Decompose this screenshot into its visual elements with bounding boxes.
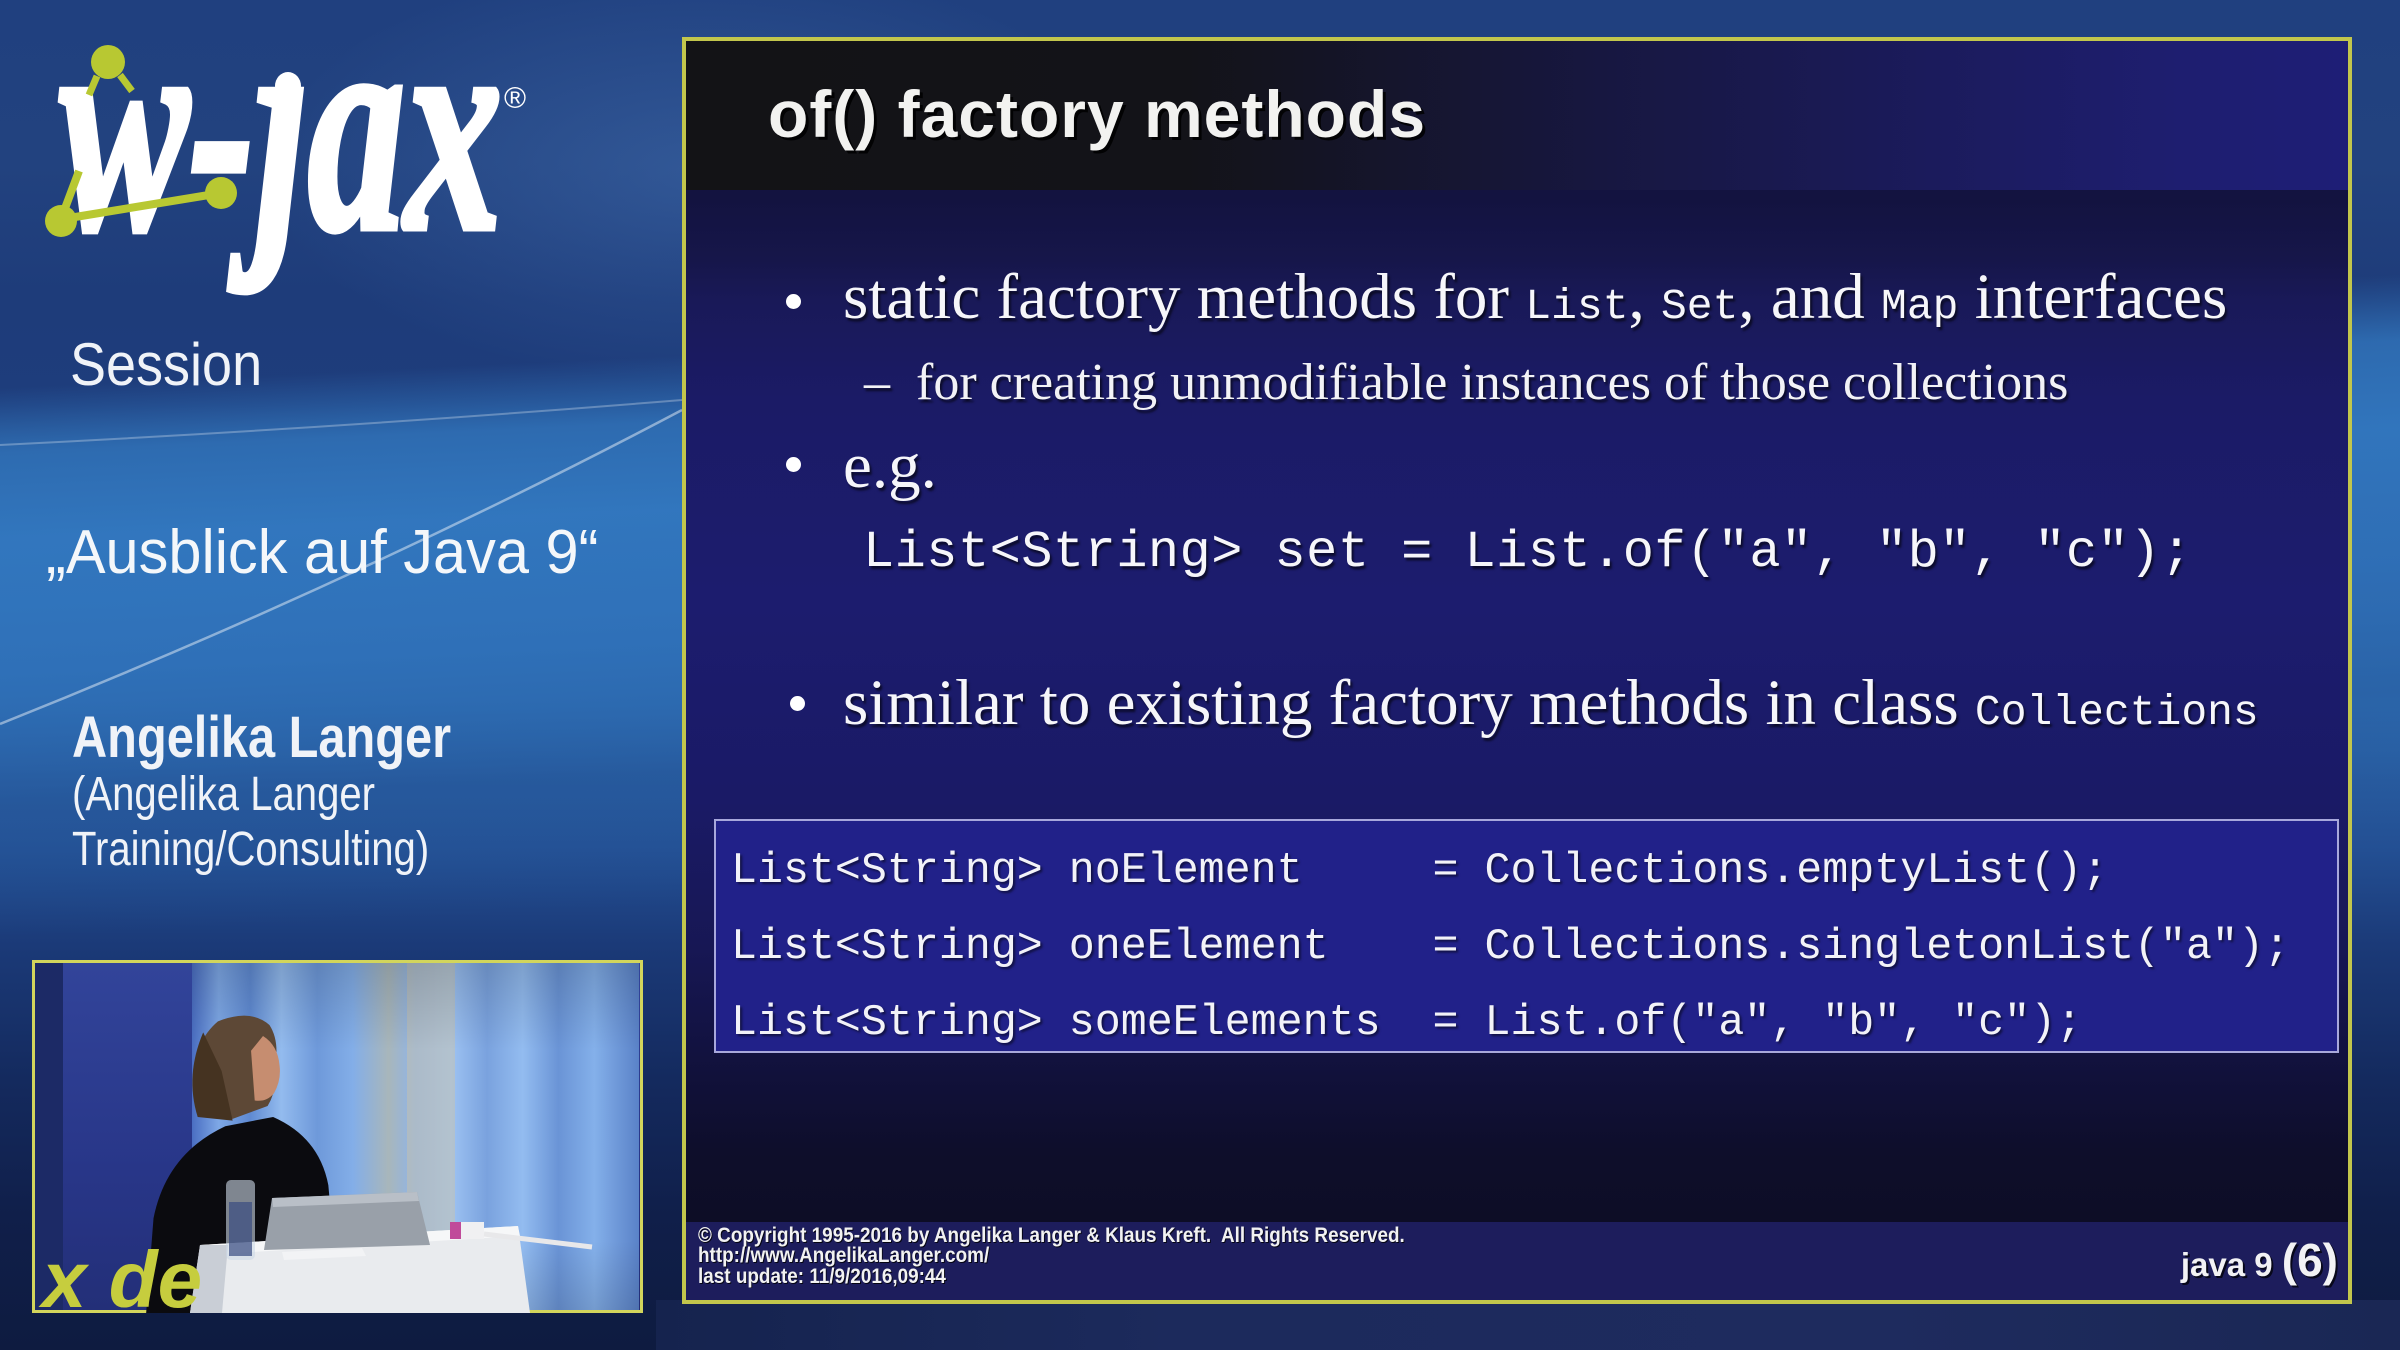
svg-text:®: ® — [504, 82, 526, 115]
svg-text:w-ȷax: w-ȷax — [60, 20, 502, 294]
svg-text:x de: x de — [38, 1235, 202, 1313]
